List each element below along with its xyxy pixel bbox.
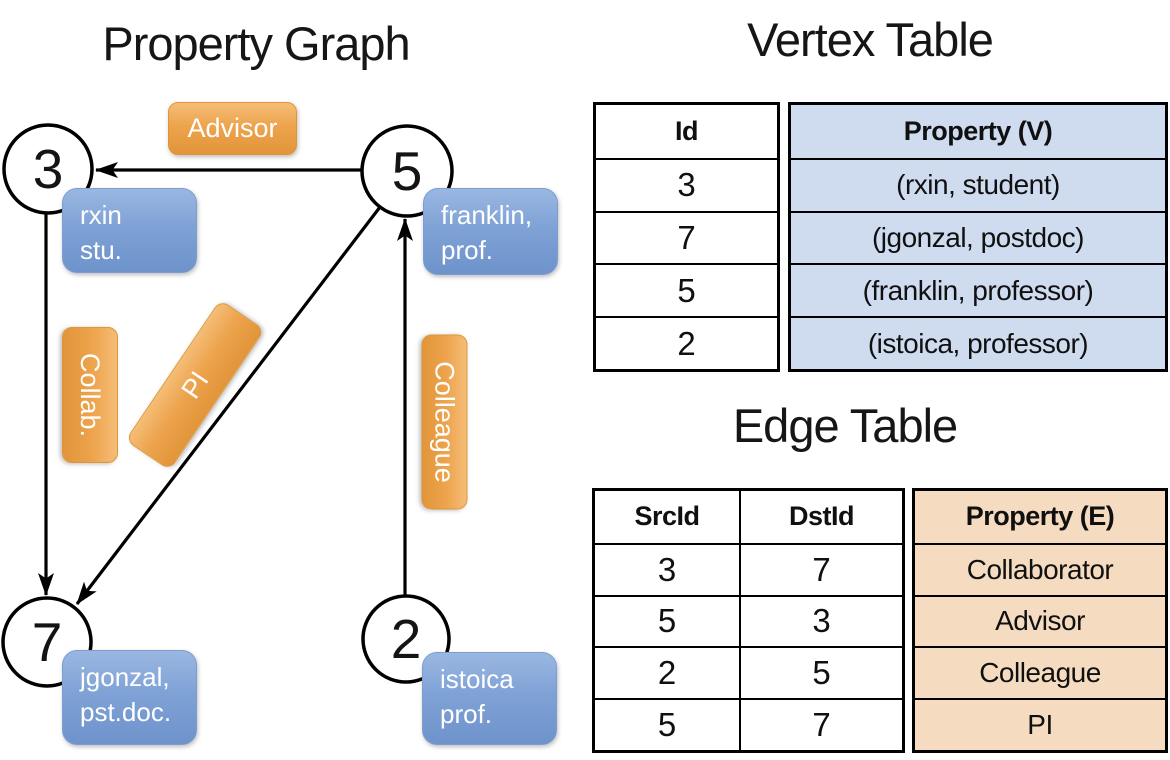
edge-table-property-cell: Colleague	[915, 646, 1165, 698]
edge-table-property-cell: Advisor	[915, 594, 1165, 647]
vertex-table-id-cell: 3	[596, 157, 777, 211]
vertex-box-franklin-line1: franklin,	[441, 200, 533, 230]
edge-table-srcid-cell: 5	[595, 594, 741, 647]
edge-table-dstid-cell: 5	[741, 646, 902, 698]
edge-table-srcid-cell: 5	[595, 698, 741, 750]
edge-label-collab: Collab.	[62, 327, 118, 463]
vertex-box-franklin: franklin, prof.	[423, 188, 558, 275]
node-3-id: 3	[33, 138, 64, 200]
node-5-id: 5	[392, 140, 423, 202]
vertex-table-title: Vertex Table	[747, 13, 994, 66]
vertex-box-istoica-line2: prof.	[440, 698, 493, 729]
vertex-box-jgonzal-line1: jgonzal,	[80, 662, 170, 692]
edge-table-dstid-cell: 7	[741, 542, 902, 595]
property-graph-title: Property Graph	[102, 17, 410, 70]
vertex-box-rxin-line1: rxin	[80, 200, 122, 230]
vertex-box-istoica: istoica prof.	[422, 652, 557, 745]
vertex-box-jgonzal-line2: pst.doc.	[80, 696, 172, 727]
edge-table-srcid-cell: 3	[595, 542, 741, 595]
node-7-id: 7	[32, 611, 63, 673]
vertex-box-franklin-line2: prof.	[441, 234, 494, 265]
vertex-table-id-cell: 2	[596, 316, 777, 369]
edge-table-title: Edge Table	[732, 399, 958, 452]
edge-table-srcid-header: SrcId	[595, 491, 741, 543]
edge-table-srcid-cell: 2	[595, 646, 741, 699]
vertex-table-id-header: Id	[675, 115, 699, 146]
edge-table-property-cell: PI	[915, 698, 1165, 750]
edge-table-id-columns: SrcId DstId 3 7 5 3 2 5 5 7	[592, 488, 905, 753]
vertex-box-rxin: rxin stu.	[62, 188, 197, 273]
edge-label-advisor: Advisor	[168, 102, 297, 155]
vertex-table-property-cell: (franklin, professor)	[791, 263, 1165, 316]
edge-table-dstid-cell: 7	[741, 698, 902, 750]
vertex-table-property-column: Property (V) (rxin, student) (jgonzal, p…	[788, 102, 1168, 372]
vertex-table-id-cell: 7	[596, 210, 777, 264]
edge-table-property-cell: Collaborator	[915, 542, 1165, 595]
vertex-table-property-cell: (jgonzal, postdoc)	[791, 210, 1165, 264]
node-2-id: 2	[391, 608, 422, 670]
edge-pi-5-to-7	[75, 206, 382, 605]
edge-table-property-header: Property (E)	[965, 501, 1115, 532]
vertex-box-istoica-line1: istoica	[440, 664, 514, 694]
vertex-box-rxin-line2: stu.	[80, 234, 122, 265]
vertex-table-property-header: Property (V)	[903, 115, 1053, 146]
edge-table-dstid-cell: 3	[741, 594, 902, 647]
edge-table-dstid-header: DstId	[789, 501, 855, 532]
vertex-table-id-cell: 5	[596, 263, 777, 316]
vertex-table-property-cell: (istoica, professor)	[791, 316, 1165, 369]
edge-table-property-column: Property (E) Collaborator Advisor Collea…	[912, 488, 1168, 753]
vertex-box-jgonzal: jgonzal, pst.doc.	[62, 650, 197, 745]
edge-label-colleague: Colleague	[421, 334, 468, 510]
vertex-table-property-cell: (rxin, student)	[791, 157, 1165, 211]
vertex-table-id-column: Id 3 7 5 2	[593, 102, 780, 372]
